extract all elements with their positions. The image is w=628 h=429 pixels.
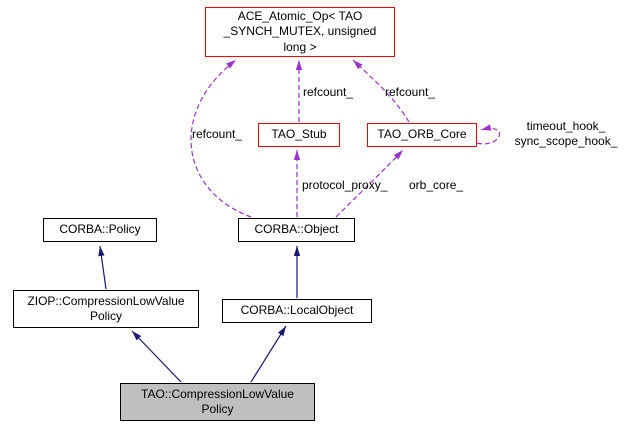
node-corba-object[interactable]: CORBA::Object — [238, 218, 355, 242]
node-ziop-compression-low-value-policy[interactable]: ZIOP::CompressionLowValue Policy — [13, 290, 199, 328]
edge-uses-orbcore-self-hooks — [476, 124, 501, 145]
edge-inherits-tao-policy-to-ziop-policy — [131, 330, 182, 383]
edge-label-refcount-orb-core: refcount_ — [385, 85, 436, 99]
edge-label-orb-core: orb_core_ — [409, 178, 464, 192]
edge-label-orb-core-self-hooks: timeout_hook_ sync_scope_hook_ — [514, 119, 618, 148]
node-corba-local-object[interactable]: CORBA::LocalObject — [222, 299, 372, 323]
node-tao-stub[interactable]: TAO_Stub — [258, 123, 340, 147]
edge-inherits-tao-policy-to-local-object — [250, 325, 287, 383]
edge-uses-object-to-ace-refcount — [190, 59, 252, 218]
edge-label-protocol-proxy: protocol_proxy_ — [302, 178, 388, 192]
edge-uses-object-to-orbcore-orb-core — [335, 149, 404, 218]
node-tao-orb-core[interactable]: TAO_ORB_Core — [367, 123, 477, 147]
node-corba-policy[interactable]: CORBA::Policy — [43, 218, 157, 242]
edge-label-refcount-object: refcount_ — [192, 127, 243, 141]
edge-uses-orbcore-to-ace-refcount — [352, 59, 410, 123]
node-ace-atomic-op[interactable]: ACE_Atomic_Op< TAO _SYNCH_MUTEX, unsigne… — [205, 7, 395, 57]
node-tao-compression-low-value-policy: TAO::CompressionLowValue Policy — [120, 383, 315, 421]
edge-label-refcount-stub: refcount_ — [303, 85, 354, 99]
edge-inherits-ziop-policy-to-corba-policy — [98, 245, 107, 290]
